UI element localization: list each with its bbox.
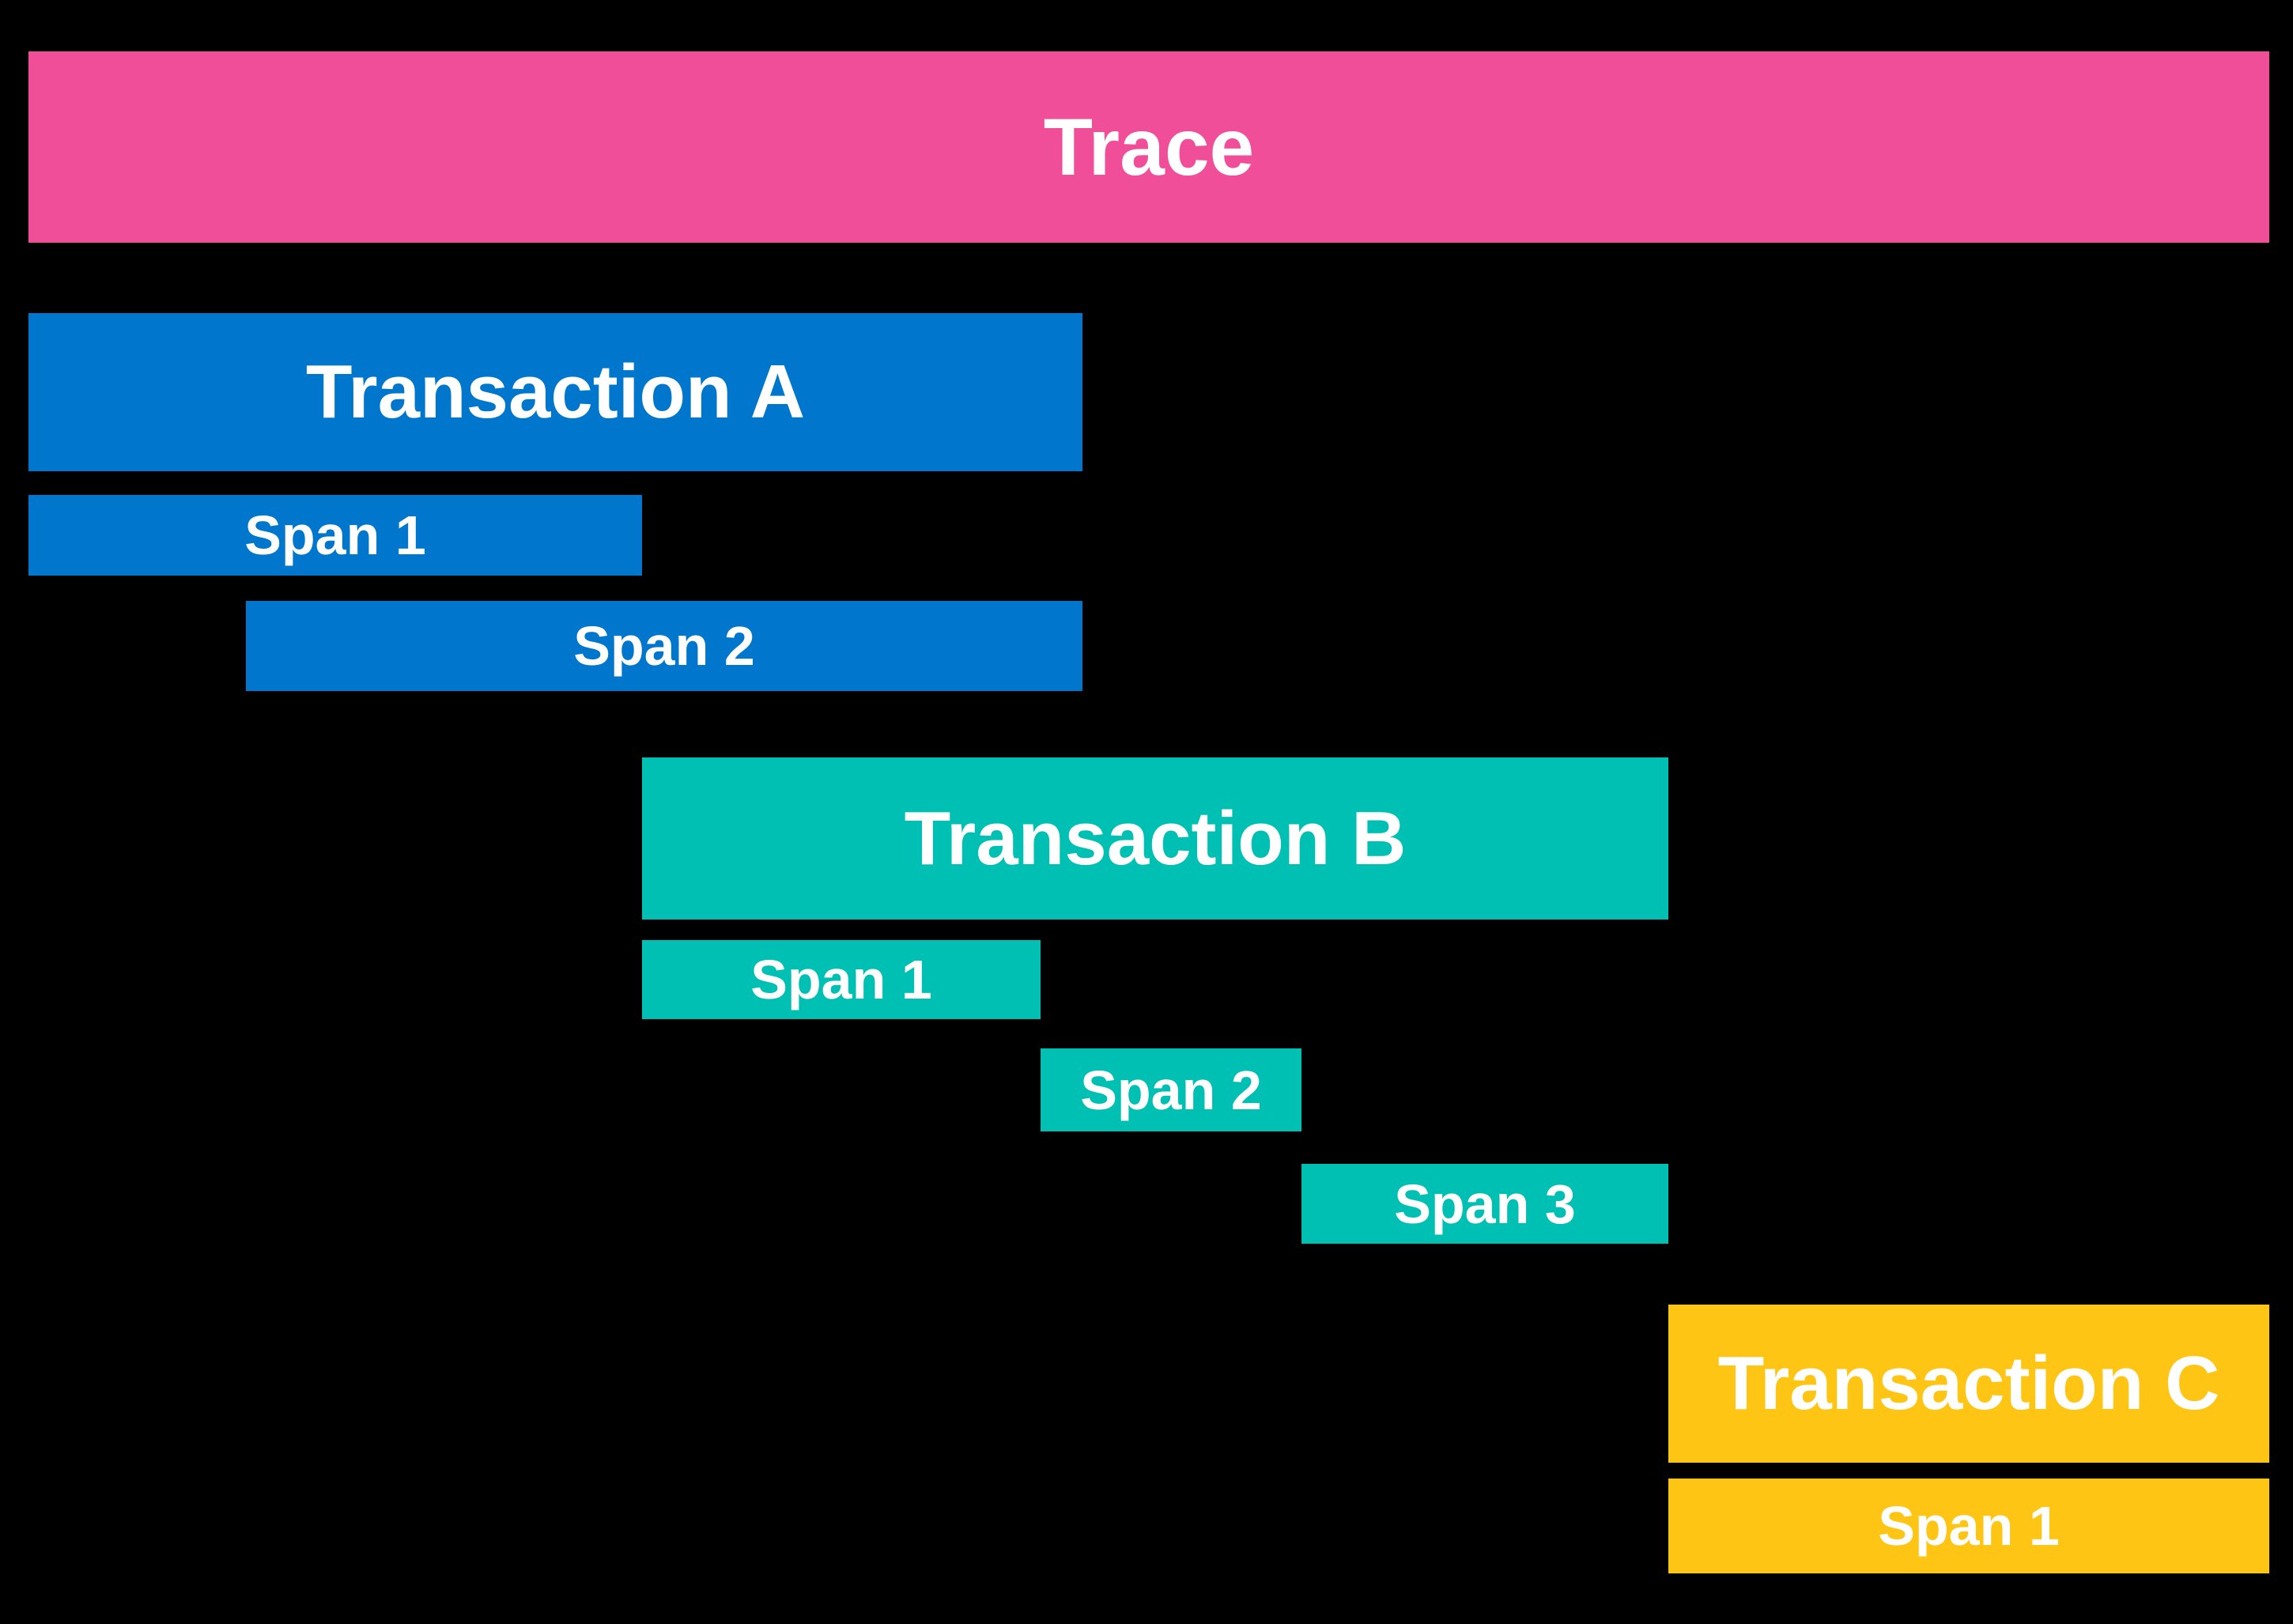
- transaction-a-span-2-label: Span 2: [573, 615, 755, 677]
- transaction-a-span-1-bar: Span 1: [28, 495, 642, 576]
- transaction-c-span-1-label: Span 1: [1878, 1495, 2060, 1557]
- transaction-a-label: Transaction A: [305, 349, 806, 434]
- transaction-a-span-1-label: Span 1: [244, 504, 426, 566]
- transaction-a-bar: Transaction A: [28, 313, 1082, 471]
- transaction-b-span-2-label: Span 2: [1080, 1059, 1262, 1121]
- transaction-b-span-3-label: Span 3: [1394, 1173, 1576, 1235]
- transaction-c-bar: Transaction C: [1668, 1305, 2269, 1463]
- transaction-b-span-1-bar: Span 1: [642, 940, 1041, 1019]
- transaction-b-span-3-bar: Span 3: [1301, 1164, 1668, 1244]
- transaction-c-span-1-bar: Span 1: [1668, 1479, 2269, 1573]
- transaction-b-span-2-bar: Span 2: [1041, 1048, 1301, 1131]
- trace-bar: Trace: [28, 51, 2269, 243]
- transaction-b-label: Transaction B: [904, 795, 1407, 881]
- transaction-a-span-2-bar: Span 2: [246, 601, 1082, 691]
- transaction-b-bar: Transaction B: [642, 757, 1668, 920]
- trace-label: Trace: [1043, 102, 1255, 192]
- transaction-b-span-1-label: Span 1: [750, 949, 932, 1010]
- transaction-c-label: Transaction C: [1717, 1341, 2220, 1426]
